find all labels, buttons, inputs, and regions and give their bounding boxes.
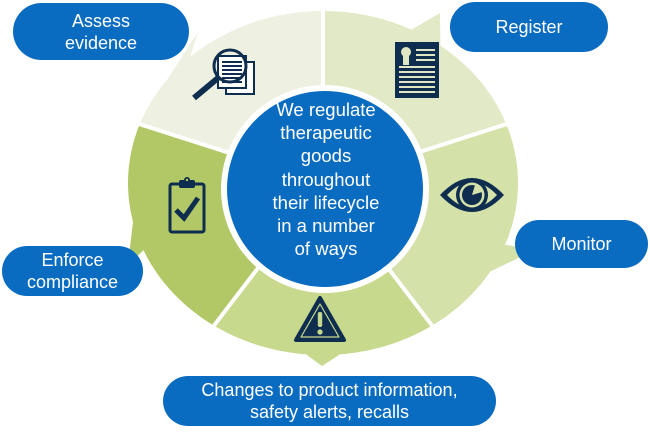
warning-icon bbox=[294, 296, 346, 342]
eye-icon bbox=[440, 178, 504, 212]
stage-label-register: Register bbox=[450, 2, 608, 52]
label-line: compliance bbox=[26, 272, 119, 292]
center-line: in a number bbox=[277, 215, 375, 237]
clipboard-check-icon bbox=[168, 177, 206, 234]
segment-pointer-register bbox=[411, 13, 441, 46]
label-line: Monitor bbox=[551, 234, 612, 254]
center-line: therapeutic bbox=[280, 122, 372, 144]
center-line: throughout bbox=[281, 168, 371, 190]
stage-label-monitor: Monitor bbox=[515, 220, 648, 268]
center-circle bbox=[227, 91, 423, 287]
center-line: goods bbox=[300, 145, 352, 167]
stage-label-enforce-compliance: Enforce compliance bbox=[2, 246, 143, 296]
center-statement: We regulate therapeutic goods throughout… bbox=[228, 98, 424, 260]
certificate-icon bbox=[395, 42, 439, 98]
stage-label-assess-evidence: Assess evidence bbox=[13, 3, 189, 60]
center-line: We regulate bbox=[276, 99, 376, 120]
label-line: evidence bbox=[64, 32, 138, 53]
magnifier-document-icon bbox=[192, 48, 255, 101]
center-line: of ways bbox=[294, 238, 358, 260]
label-line: Assess bbox=[71, 10, 131, 31]
label-line: Register bbox=[495, 17, 563, 37]
segment-pointer-changes bbox=[306, 354, 340, 366]
label-line: Changes to product information, bbox=[201, 380, 458, 400]
label-line: safety alerts, recalls bbox=[249, 402, 410, 422]
center-line: their lifecycle bbox=[272, 191, 380, 213]
segment-pointer-assess bbox=[167, 32, 198, 80]
label-line: Enforce bbox=[41, 250, 104, 270]
stage-label-changes: Changes to product information, safety a… bbox=[163, 376, 496, 426]
